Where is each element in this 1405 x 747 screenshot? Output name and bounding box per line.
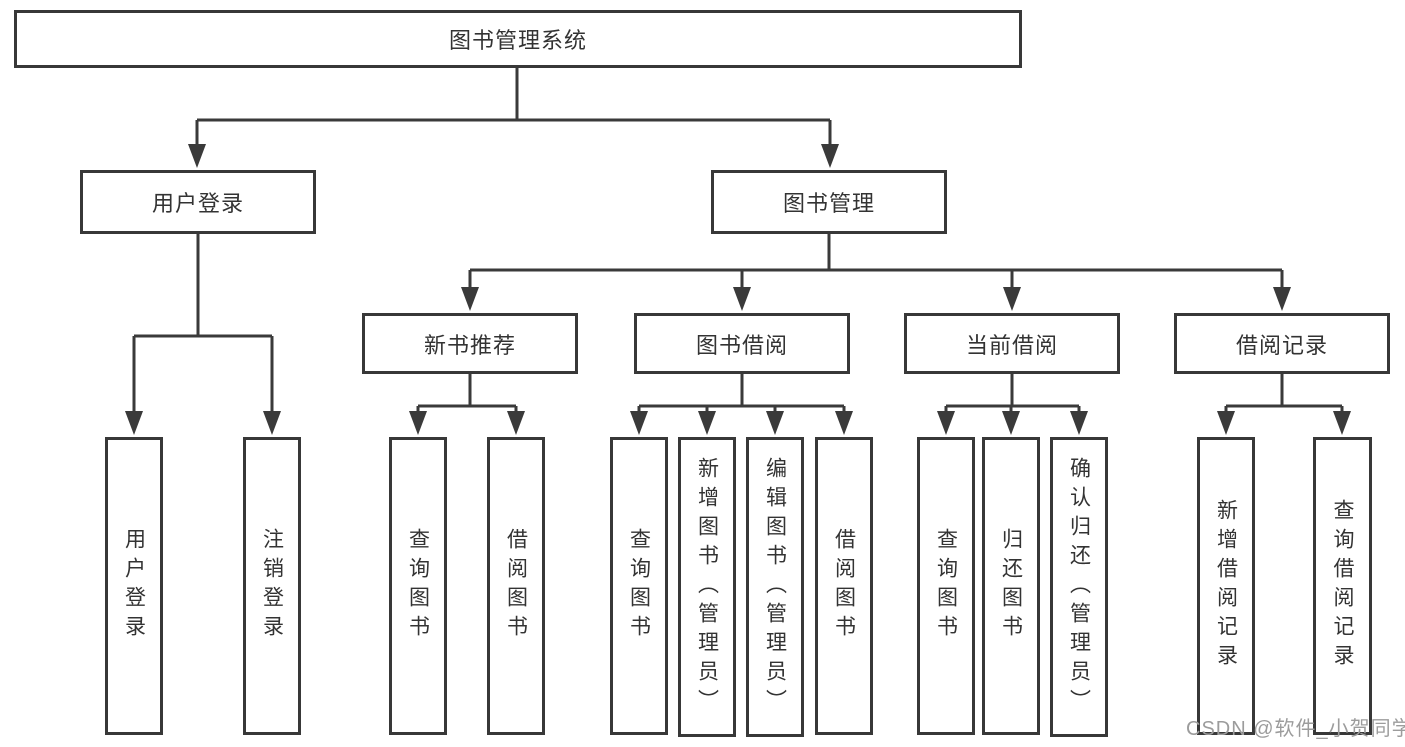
- leaf-borrow-books: 借阅图书: [815, 437, 873, 735]
- leaf-edit-books-admin: 编辑图书（管理员）: [746, 437, 804, 737]
- leaf-add-books-admin: 新增图书（管理员）: [678, 437, 736, 737]
- leaf-query-borrow-record: 查询借阅记录: [1313, 437, 1372, 735]
- leaf-borrow-books-recommend: 借阅图书: [487, 437, 545, 735]
- node-current-borrowing: 当前借阅: [904, 313, 1120, 374]
- arrowhead-icons: [125, 144, 1351, 435]
- node-borrowing-records: 借阅记录: [1174, 313, 1390, 374]
- leaf-confirm-return-admin: 确认归还（管理员）: [1050, 437, 1108, 737]
- node-book-borrowing: 图书借阅: [634, 313, 850, 374]
- leaf-user-login: 用户登录: [105, 437, 163, 735]
- leaf-query-books-borrowing: 查询图书: [610, 437, 668, 735]
- leaf-return-books: 归还图书: [982, 437, 1040, 735]
- node-user-login: 用户登录: [80, 170, 316, 234]
- node-new-book-recommend: 新书推荐: [362, 313, 578, 374]
- leaf-query-books-current: 查询图书: [917, 437, 975, 735]
- leaf-add-borrow-record: 新增借阅记录: [1197, 437, 1255, 735]
- node-root-library-management-system: 图书管理系统: [14, 10, 1022, 68]
- csdn-watermark: CSDN @软件_小贺同学: [1186, 718, 1405, 740]
- leaf-logout: 注销登录: [243, 437, 301, 735]
- leaf-query-books-recommend: 查询图书: [389, 437, 447, 735]
- node-book-management: 图书管理: [711, 170, 947, 234]
